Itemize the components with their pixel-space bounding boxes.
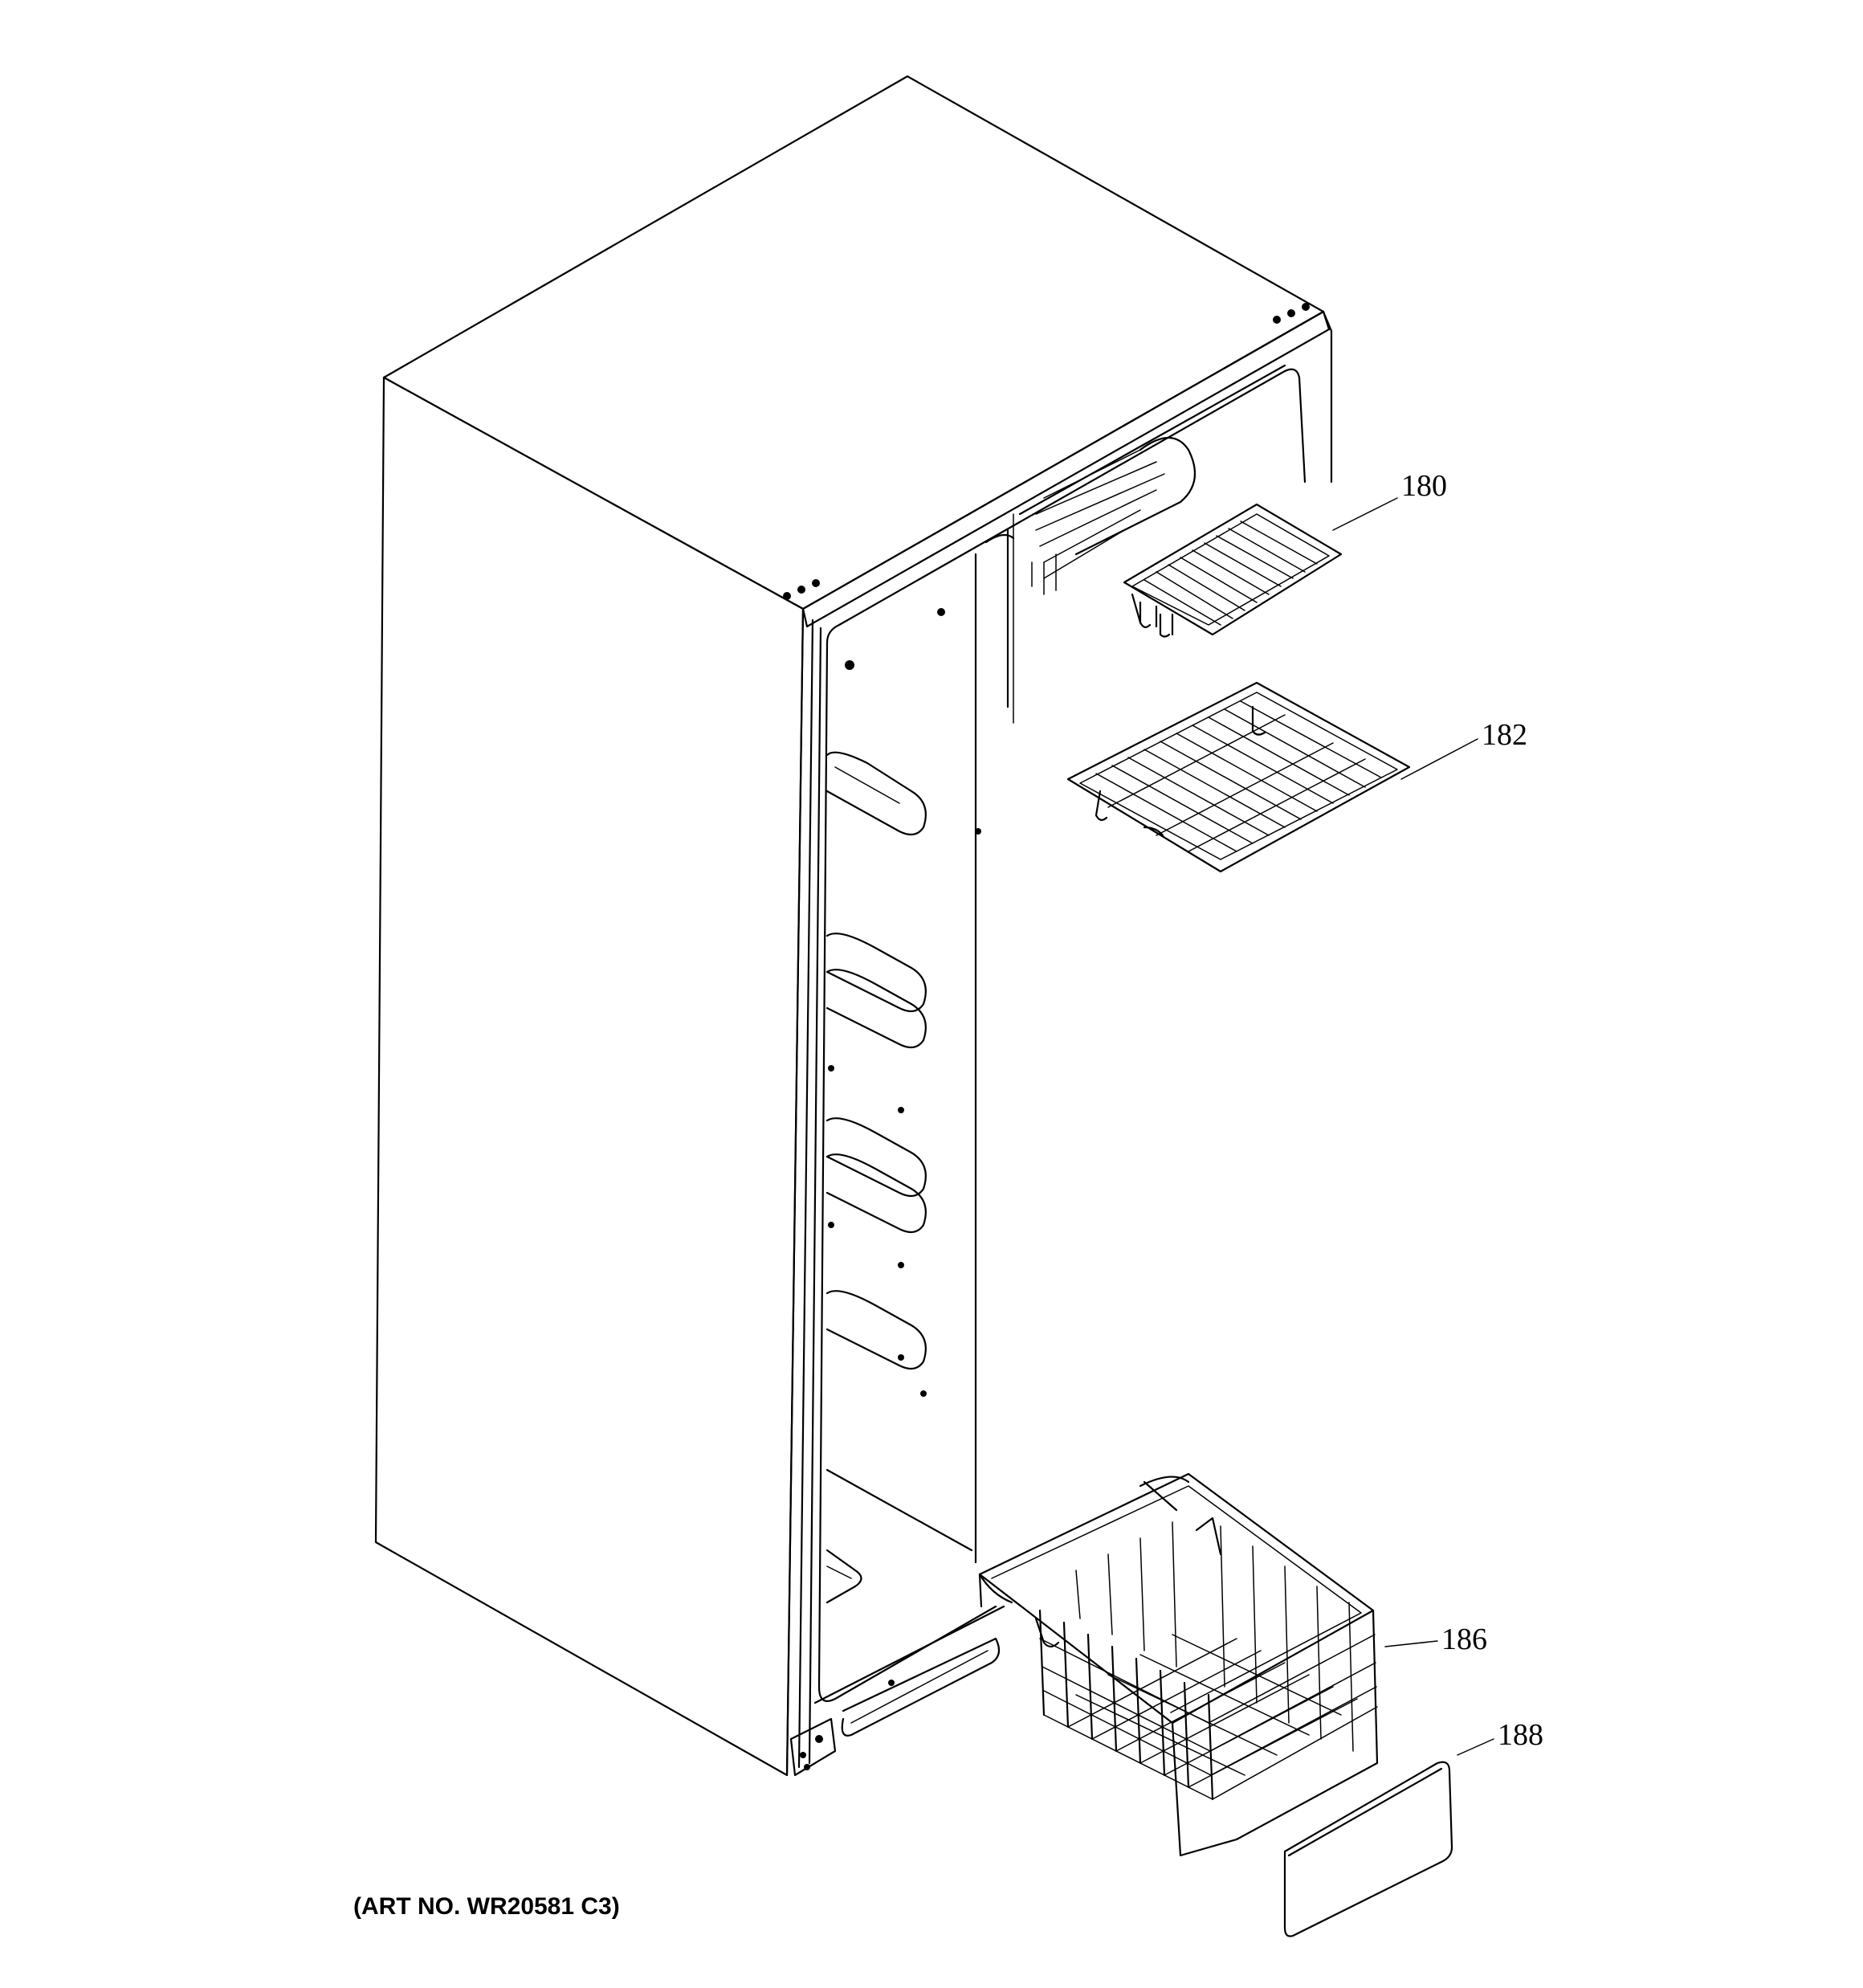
cabinet-left-side bbox=[374, 376, 805, 1777]
bottom-grille bbox=[813, 1605, 1005, 1737]
shelf-rails bbox=[826, 751, 927, 1370]
leader-line-180 bbox=[1332, 497, 1398, 531]
art-number: (ART NO. WR20581 C3) bbox=[353, 1893, 620, 1920]
basket-front-panel bbox=[1283, 1761, 1453, 1937]
callout-180: 180 bbox=[1401, 469, 1447, 503]
wire-basket bbox=[978, 1472, 1379, 1857]
leader-line-188 bbox=[1457, 1738, 1494, 1756]
fan-cover bbox=[1074, 437, 1196, 556]
freezer-cabinet bbox=[374, 75, 1333, 1777]
bottom-tray bbox=[826, 1468, 973, 1604]
cabinet-front-frame bbox=[801, 310, 1331, 628]
leader-line-182 bbox=[1400, 738, 1478, 780]
callout-188: 188 bbox=[1498, 1718, 1543, 1752]
callout-186: 186 bbox=[1441, 1623, 1487, 1656]
wire-shelf-large bbox=[1066, 681, 1411, 873]
leader-line-186 bbox=[1384, 1640, 1438, 1647]
cabinet-inner-liner bbox=[826, 368, 1307, 644]
wire-shelf-small bbox=[1123, 503, 1343, 638]
callout-182: 182 bbox=[1482, 718, 1527, 752]
bottom-hinge bbox=[789, 1717, 837, 1777]
